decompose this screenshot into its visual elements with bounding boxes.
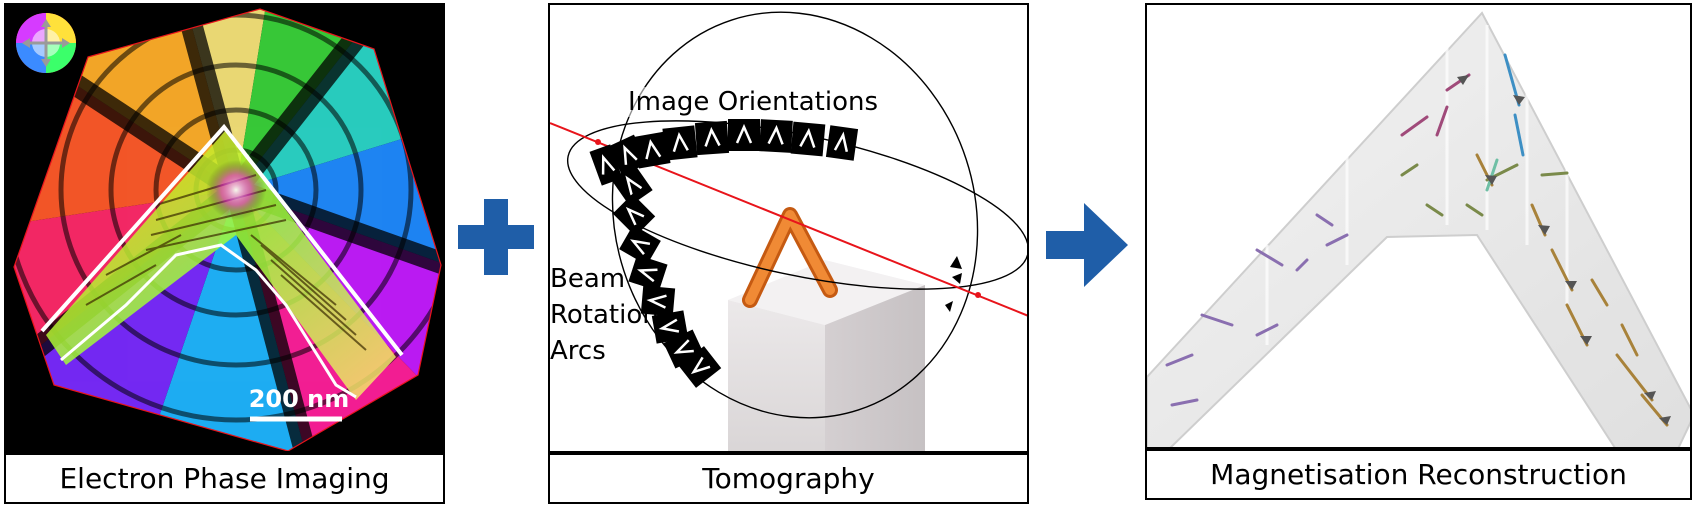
image-orientations-label: Image Orientations	[628, 87, 879, 117]
orientation-tiles-top	[589, 119, 859, 186]
beam-rotation-label-line-1: Beam	[550, 264, 626, 294]
magnetisation-vector-field	[1147, 11, 1690, 447]
magnetisation-panel	[1145, 3, 1692, 449]
orientation-tiles-arc	[608, 134, 722, 388]
beam-rotation-label-line-3: Arcs	[550, 336, 606, 366]
plus-icon	[458, 199, 534, 275]
magnetisation-reconstruction-caption: Magnetisation Reconstruction	[1145, 449, 1692, 500]
beam-rotation-label-line-2: Rotation	[550, 300, 659, 330]
electron-phase-imaging-caption: Electron Phase Imaging	[4, 453, 445, 504]
scale-bar-label: 200 nm	[248, 385, 350, 413]
phase-image	[13, 8, 442, 451]
color-wheel-icon	[16, 13, 76, 73]
arrow-right-icon	[1046, 203, 1128, 287]
tilt-orbit-vertical	[611, 11, 979, 419]
tomography-diagram	[550, 11, 1027, 451]
tomography-panel: Image Orientations Beam Rotation Arcs	[548, 3, 1029, 453]
tomography-caption: Tomography	[548, 453, 1029, 504]
phase-image-panel: 200 nm	[4, 3, 445, 453]
